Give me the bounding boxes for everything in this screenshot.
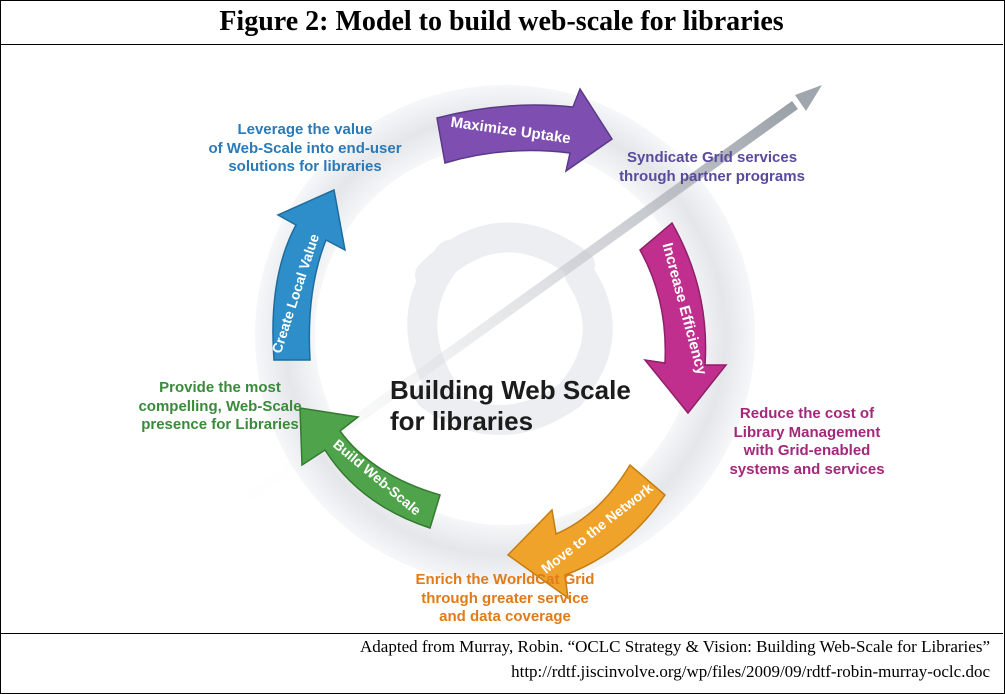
center-title-line-2: for libraries bbox=[390, 406, 534, 436]
caption-citation: Adapted from Murray, Robin. “OCLC Strate… bbox=[360, 637, 990, 656]
diagram-area: Maximize Uptake Increase Efficiency Move… bbox=[0, 45, 1003, 634]
outcome-maximize-line-2: through partner programs bbox=[619, 167, 805, 185]
figure-title: Figure 2: Model to build web-scale for l… bbox=[219, 6, 784, 37]
increase-efficiency-arrow: Increase Efficiency bbox=[639, 221, 728, 415]
outcome-maximize: Syndicate Grid services through partner … bbox=[602, 149, 822, 186]
outcome-network: Enrich the WorldCat Grid through greater… bbox=[390, 571, 620, 627]
outcome-web-scale-line-3: presence for Libraries bbox=[141, 416, 299, 433]
outcome-local-value-line-2: of Web-Scale into end-user bbox=[208, 139, 402, 157]
cycle-diagram: Maximize Uptake Increase Efficiency Move… bbox=[207, 85, 822, 600]
outcome-local-value: Leverage the value of Web-Scale into end… bbox=[190, 121, 420, 177]
outcome-local-value-line-3: solutions for libraries bbox=[228, 158, 382, 175]
figure-caption: Adapted from Murray, Robin. “OCLC Strate… bbox=[0, 634, 990, 684]
figure-title-row: Figure 2: Model to build web-scale for l… bbox=[0, 0, 1003, 45]
diagram-center-title: Building Web Scale for libraries bbox=[390, 375, 650, 437]
caption-url: http://rdtf.jiscinvolve.org/wp/files/200… bbox=[511, 662, 990, 681]
outcome-web-scale-line-1: Provide the most bbox=[159, 379, 281, 396]
center-title-line-1: Building Web Scale bbox=[390, 375, 631, 405]
outcome-maximize-line-1: Syndicate Grid services bbox=[626, 149, 798, 166]
outcome-efficiency-line-1: Reduce the cost of bbox=[739, 405, 875, 422]
outcome-network-line-2: through greater service bbox=[421, 589, 589, 607]
outcome-efficiency-line-2: Library Management bbox=[733, 423, 881, 441]
outcome-network-line-3: and data coverage bbox=[439, 608, 571, 625]
outcome-web-scale: Provide the most compelling, Web-Scale p… bbox=[120, 379, 320, 435]
outcome-web-scale-line-2: compelling, Web-Scale bbox=[138, 397, 302, 415]
outcome-efficiency: Reduce the cost of Library Management wi… bbox=[712, 405, 902, 479]
outcome-network-line-1: Enrich the WorldCat Grid bbox=[415, 571, 595, 588]
outcome-efficiency-line-4: systems and services bbox=[729, 460, 885, 478]
outcome-efficiency-line-3: with Grid-enabled bbox=[743, 442, 871, 459]
maximize-uptake-arrow: Maximize Uptake bbox=[436, 87, 614, 173]
outcome-local-value-line-1: Leverage the value bbox=[237, 121, 373, 138]
